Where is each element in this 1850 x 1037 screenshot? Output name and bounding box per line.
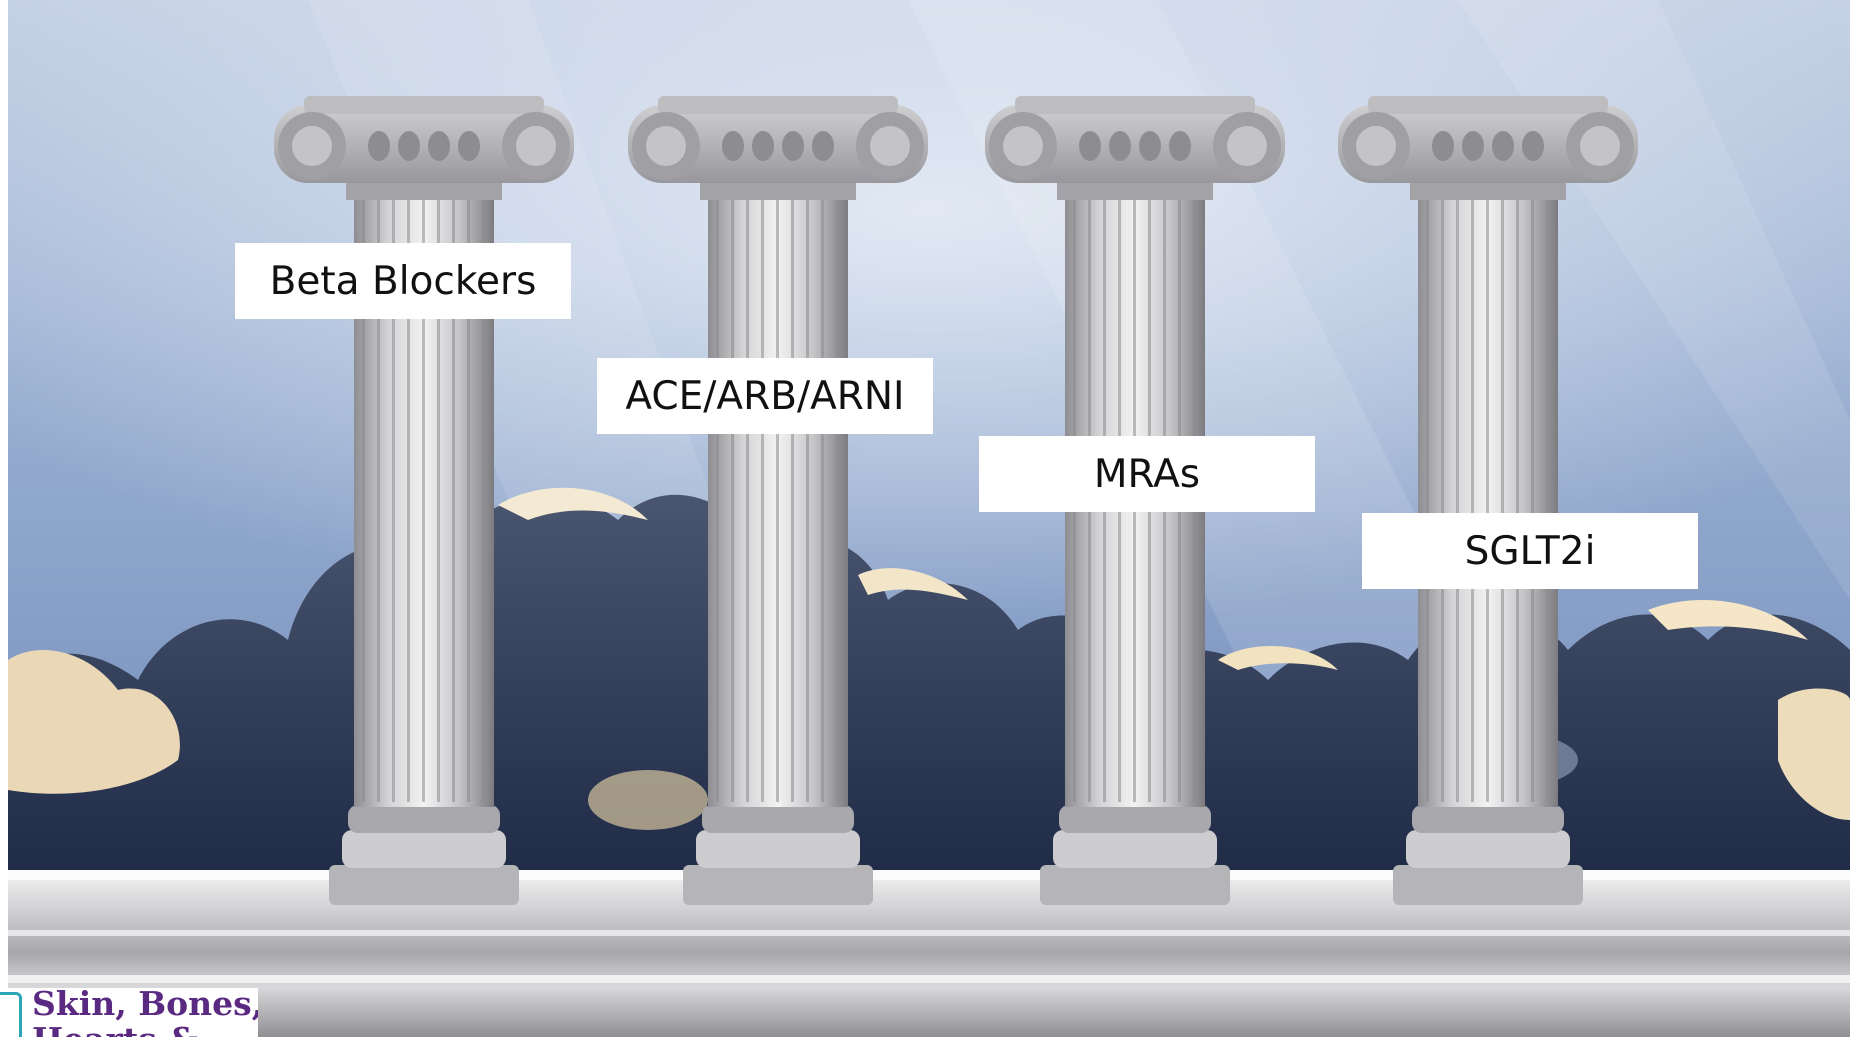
skin-bones-hearts-logo: Skin, Bones, Hearts & — [0, 988, 258, 1037]
logo-line-2: Hearts & — [32, 1021, 258, 1037]
logo-line-1: Skin, Bones, — [32, 988, 258, 1023]
mras-label: MRAs — [979, 436, 1315, 512]
sglt2i-label: SGLT2i — [1362, 513, 1698, 589]
logo-icon — [0, 992, 22, 1037]
beta-blockers-label: Beta Blockers — [235, 243, 571, 319]
pillars-in-clouds-image — [8, 0, 1850, 1037]
logo-text: Skin, Bones, Hearts & — [32, 988, 258, 1037]
column-4 — [1338, 96, 1638, 905]
column-1 — [274, 96, 574, 905]
ace-arb-arni-label: ACE/ARB/ARNI — [597, 358, 933, 434]
slide: Beta Blockers ACE/ARB/ARNI MRAs SGLT2i — [8, 0, 1850, 1037]
column-2 — [628, 96, 928, 905]
